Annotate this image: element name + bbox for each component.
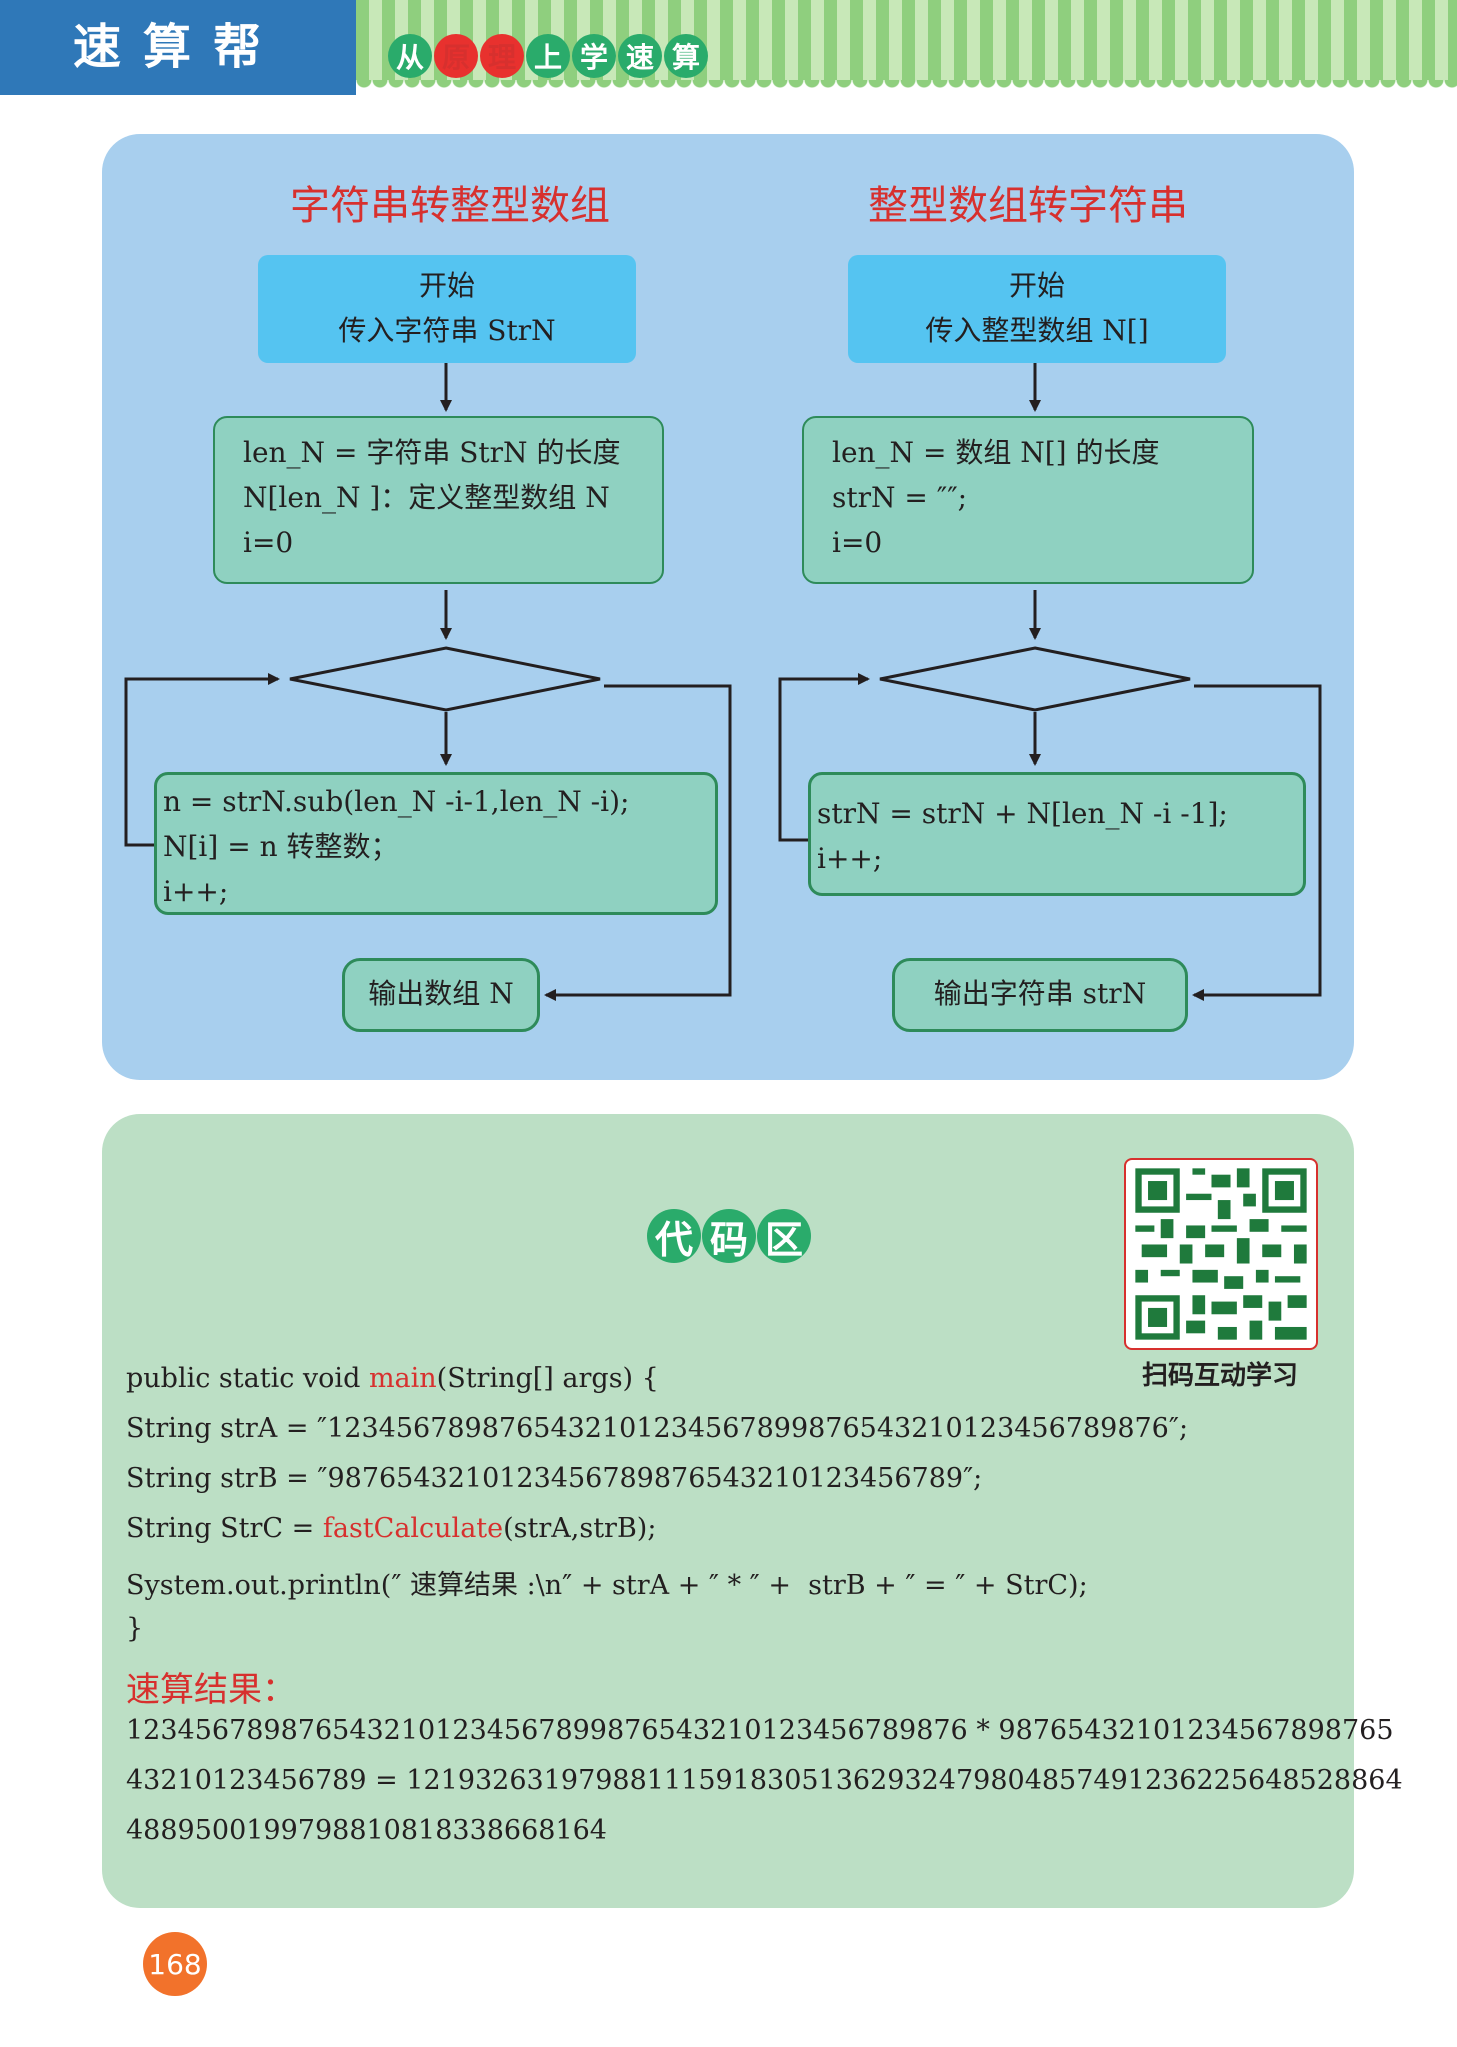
start-label: 开始: [1008, 269, 1065, 302]
code-title-char: 代: [647, 1209, 701, 1263]
loop-line: strN = strN + N[len_N -i -1];: [817, 797, 1228, 830]
loop-line: n = strN.sub(len_N -i-1,len_N -i);: [163, 785, 630, 818]
code-title-char: 区: [757, 1209, 811, 1263]
book-title: 速算帮: [72, 19, 283, 75]
code-line: String strA = ″1234567898765432101234567…: [126, 1413, 1189, 1444]
qr-caption: 扫码互动学习: [1141, 1361, 1298, 1391]
init-line: len_N = 数组 N[] 的长度: [832, 436, 1160, 469]
left-flow-title: 字符串转整型数组: [290, 183, 610, 229]
header-scallop: [356, 80, 1457, 96]
left-init-box: len_N = 字符串 StrN 的长度 N[len_N ]：定义整型数组 N …: [213, 416, 664, 584]
code-line: public static void main(String[] args) {: [126, 1363, 659, 1394]
right-output-box: 输出字符串 strN: [892, 958, 1188, 1032]
init-line: N[len_N ]：定义整型数组 N: [243, 481, 610, 514]
qr-code[interactable]: [1124, 1158, 1318, 1350]
right-start-box: 开始 传入整型数组 N[]: [848, 255, 1226, 363]
code-line: System.out.println(″ 速算结果 :\n″ + strA + …: [126, 1570, 1088, 1601]
code-text: public static void: [126, 1363, 369, 1394]
init-line: strN = ″″;: [832, 481, 968, 514]
code-function: main: [368, 1363, 437, 1394]
init-line: i=0: [243, 526, 294, 559]
slogan-char: 理: [480, 34, 524, 78]
start-label: 开始: [418, 269, 475, 302]
slogan-char: 学: [572, 34, 616, 78]
left-start-box: 开始 传入字符串 StrN: [258, 255, 636, 363]
slogan-char: 原: [434, 34, 478, 78]
slogan-char: 速: [618, 34, 662, 78]
code-line: }: [126, 1613, 144, 1644]
left-output-box: 输出数组 N: [342, 958, 540, 1032]
slogan-char: 从: [388, 34, 432, 78]
page-number: 168: [143, 1932, 207, 1996]
code-text: String StrC =: [126, 1513, 323, 1544]
header-slogan: 从 原 理 上 学 速 算: [388, 34, 710, 78]
loop-line: i++;: [817, 842, 883, 875]
loop-line: N[i] = n 转整数；: [163, 830, 399, 863]
qr-pattern: [1129, 1162, 1313, 1346]
code-function: fastCalculate: [322, 1513, 504, 1544]
right-init-box: len_N = 数组 N[] 的长度 strN = ″″; i=0: [802, 416, 1254, 584]
slogan-char: 上: [526, 34, 570, 78]
start-input: 传入整型数组 N[]: [925, 314, 1149, 347]
result-title: 速算结果：: [126, 1670, 296, 1710]
init-line: i=0: [832, 526, 883, 559]
code-line: String strB = ″9876543210123456789876543…: [126, 1463, 983, 1494]
start-input: 传入字符串 StrN: [338, 314, 556, 347]
code-text: (strA,strB);: [503, 1513, 657, 1544]
slogan-char: 算: [664, 34, 708, 78]
code-title-char: 码: [702, 1209, 756, 1263]
left-loop-box: n = strN.sub(len_N -i-1,len_N -i); N[i] …: [154, 772, 718, 915]
result-line: 1234567898765432101234567899876543210123…: [126, 1715, 1394, 1746]
right-loop-box: strN = strN + N[len_N -i -1]; i++;: [808, 772, 1306, 896]
code-section-title: 代 码 区: [647, 1209, 812, 1263]
right-flow-title: 整型数组转字符串: [868, 183, 1188, 229]
result-line: 43210123456789 = 12193263197988111591830…: [126, 1765, 1403, 1796]
loop-line: i++;: [163, 875, 229, 908]
code-text: (String[] args) {: [436, 1363, 659, 1394]
code-line: String StrC = fastCalculate(strA,strB);: [126, 1513, 656, 1544]
book-title-banner: 速算帮: [0, 0, 356, 95]
init-line: len_N = 字符串 StrN 的长度: [243, 436, 621, 469]
result-line: 4889500199798810818338668164: [126, 1815, 607, 1846]
